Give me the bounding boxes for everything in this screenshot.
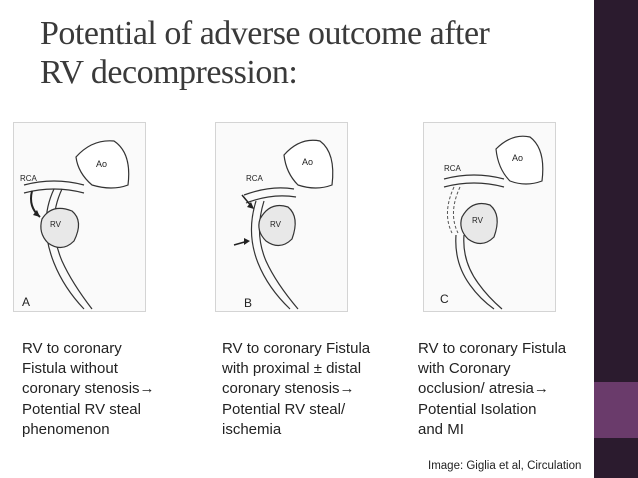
caption-b-line-1: RV to coronary Fistula (222, 340, 371, 357)
figure-panel-a: Ao RCA RV A (13, 122, 146, 312)
caption-a-line-2: Fistula without (22, 360, 118, 378)
caption-b-line-4: Potential RV steal/ (222, 400, 346, 418)
slide-title: Potential of adverse outcome after RV de… (40, 14, 560, 92)
caption-b: RV to coronary Fistula with proximal ± d… (222, 339, 407, 440)
caption-c-line-5: and MI (418, 420, 464, 438)
rca-label-b: RCA (246, 174, 264, 183)
aorta-label-b: Ao (302, 157, 313, 167)
caption-b-line-3: coronary stenosis→ (222, 380, 355, 398)
figure-panel-b: Ao RCA RV B (215, 122, 348, 312)
caption-c: RV to coronary Fistula with Coronary occ… (418, 339, 603, 440)
caption-c-line-4: Potential Isolation (418, 400, 537, 418)
rv-label-b: RV (270, 220, 282, 229)
caption-a-line-1: RV to coronary (22, 340, 122, 357)
aorta-label-a: Ao (96, 159, 107, 169)
slide-title-line-1: Potential of adverse outcome after (40, 15, 490, 52)
figure-letter-a: A (22, 295, 30, 309)
slide-title-line-2: RV decompression: (40, 54, 298, 91)
figure-panel-c: Ao RCA RV C (423, 122, 556, 312)
rv-label-c: RV (472, 216, 484, 225)
heart-diagram-b: Ao RCA RV B (233, 139, 334, 310)
caption-a-line-5: phenomenon (22, 420, 110, 438)
caption-c-line-2: with Coronary (418, 360, 511, 378)
caption-b-line-5: ischemia (222, 420, 282, 438)
aorta-label-c: Ao (512, 153, 523, 163)
caption-a: RV to coronary Fistula without coronary … (22, 339, 207, 440)
heart-diagram-a: Ao RCA RV A (20, 140, 130, 310)
rca-label-c: RCA (444, 164, 462, 173)
caption-a-line-4: Potential RV steal (22, 400, 141, 418)
caption-c-line-1: RV to coronary Fistula (418, 340, 567, 357)
figure-letter-c: C (440, 292, 449, 306)
figure-letter-b: B (244, 296, 252, 310)
rv-label-a: RV (50, 220, 62, 229)
caption-a-line-3: coronary stenosis→ (22, 380, 155, 398)
sidebar-accent-block (594, 382, 638, 438)
image-credit: Image: Giglia et al, Circulation (428, 460, 582, 472)
caption-b-line-2: with proximal ± distal (222, 360, 362, 378)
rca-label-a: RCA (20, 174, 38, 183)
caption-c-line-3: occlusion/ atresia→ (418, 380, 549, 398)
heart-diagram-c: Ao RCA RV C (440, 135, 544, 310)
